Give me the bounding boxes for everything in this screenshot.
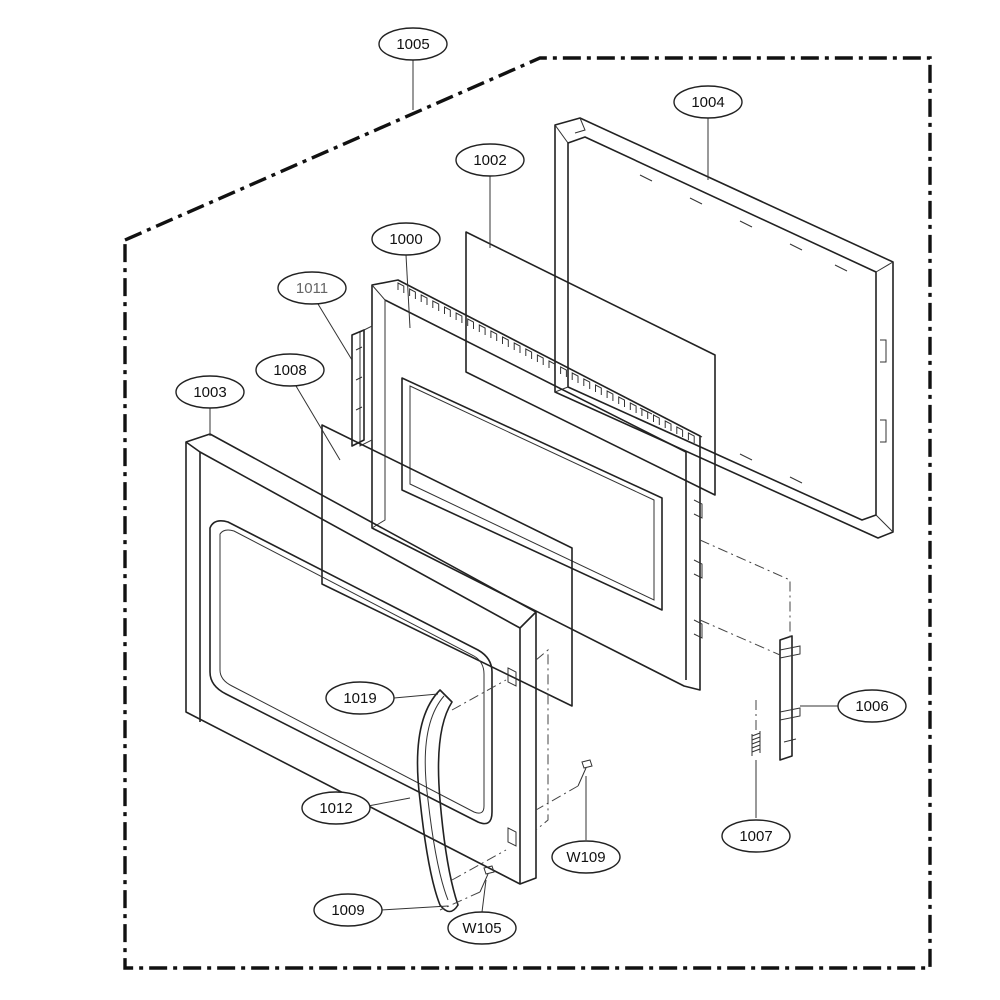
callout-1004-text: 1004 — [691, 94, 724, 111]
callout-1007-text: 1007 — [739, 828, 772, 845]
part-w105-screw — [479, 865, 495, 893]
part-1000-inner-panel — [359, 279, 703, 691]
callout-1000: 1000 — [371, 222, 441, 256]
callout-w109: W109 — [551, 840, 621, 874]
callout-w105-text: W105 — [462, 920, 501, 937]
callout-1007: 1007 — [721, 819, 791, 853]
part-1009-door-handle — [416, 689, 459, 913]
part-1007-spring — [751, 731, 761, 756]
callout-1006-text: 1006 — [855, 698, 888, 715]
callout-1008-text: 1008 — [273, 362, 306, 379]
callout-1002: 1002 — [455, 143, 525, 177]
leader-lines — [209, 60, 840, 913]
callout-1005-text: 1005 — [396, 36, 429, 53]
callout-1008: 1008 — [255, 353, 325, 387]
callout-1003-text: 1003 — [193, 384, 226, 401]
part-1002-glass-panel — [465, 231, 716, 496]
part-1011-latch-hook — [351, 329, 365, 447]
callout-1011: 1011 — [277, 271, 347, 305]
callout-1012: 1012 — [301, 791, 371, 825]
callout-w109-text: W109 — [566, 849, 605, 866]
assembly-boundary — [123, 56, 932, 970]
callout-w105: W105 — [447, 911, 517, 945]
part-1006-latch-lever — [779, 635, 801, 761]
callout-1019-text: 1019 — [343, 690, 376, 707]
callout-1005: 1005 — [378, 27, 448, 61]
callout-1002-text: 1002 — [473, 152, 506, 169]
part-1004-door-frame — [554, 117, 894, 539]
callout-1009-text: 1009 — [331, 902, 364, 919]
callout-1004: 1004 — [673, 85, 743, 119]
phantom-lines — [439, 539, 791, 911]
callout-1012-text: 1012 — [319, 800, 352, 817]
callout-1011-text: 1011 — [296, 280, 328, 297]
callout-1000-text: 1000 — [389, 231, 422, 248]
callout-1003: 1003 — [175, 375, 245, 409]
callout-1009: 1009 — [313, 893, 383, 927]
callout-1006: 1006 — [837, 689, 907, 723]
part-w109-screw — [577, 759, 593, 787]
callouts: 1005 1004 1002 1000 1011 1008 1003 1019 — [175, 27, 907, 945]
callout-1019: 1019 — [325, 681, 395, 715]
part-1008-choke-cover — [321, 424, 573, 707]
